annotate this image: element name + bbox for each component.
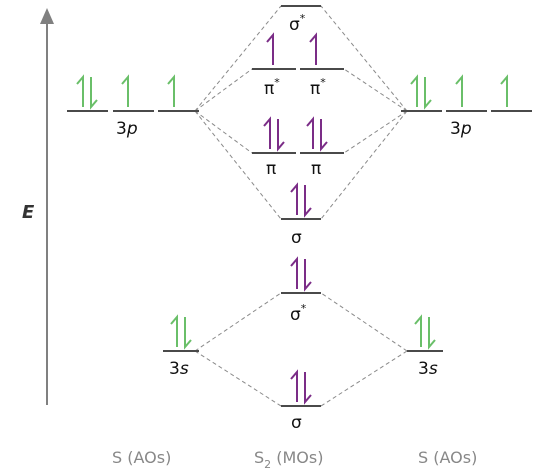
electron-pair-icon xyxy=(170,314,192,350)
correlation-line xyxy=(320,292,408,352)
energy-axis-arrowhead xyxy=(40,8,54,24)
electron-pair-icon xyxy=(290,369,312,405)
right-3s-label: 3s xyxy=(418,359,438,379)
electron-up-icon xyxy=(455,74,463,107)
correlation-line xyxy=(194,68,253,112)
right-3p-label: 3p xyxy=(450,119,472,139)
mo-label-pi: π xyxy=(266,159,276,179)
mo-label-pi: π xyxy=(311,159,321,179)
correlation-line xyxy=(194,5,282,112)
correlation-line xyxy=(320,110,408,220)
caption-right-aos: S (AOs) xyxy=(418,448,477,467)
electron-pair-icon xyxy=(306,116,328,152)
correlation-line xyxy=(343,68,408,112)
mo-label-sigma-s-star: σ* xyxy=(290,302,307,325)
electron-up-icon xyxy=(167,74,175,107)
correlation-lines xyxy=(194,5,408,407)
correlation-line xyxy=(194,110,253,154)
right-3p-orbitals xyxy=(401,74,532,112)
electron-pair-icon xyxy=(290,256,312,292)
electron-pair-icon xyxy=(290,182,312,218)
electron-pair-icon xyxy=(410,74,432,110)
electron-up-icon xyxy=(266,32,274,65)
correlation-line xyxy=(194,292,282,352)
electron-pair-icon xyxy=(76,74,98,110)
caption-middle-mos: S2 (MOs) xyxy=(254,448,323,471)
left-3p-orbitals xyxy=(67,74,199,112)
mo-label-sigma-p-star: σ* xyxy=(289,12,306,35)
left-3s-label: 3s xyxy=(169,359,189,379)
electron-up-icon xyxy=(121,74,129,107)
caption-left-aos: S (AOs) xyxy=(112,448,171,467)
correlation-line xyxy=(194,350,282,407)
correlation-line xyxy=(343,110,408,154)
mo-label-sigma-p: σ xyxy=(291,228,302,248)
correlation-line xyxy=(320,5,408,112)
mo-label-pi-star: π* xyxy=(310,76,326,99)
mo-label-sigma-s: σ xyxy=(291,413,302,433)
electron-up-icon xyxy=(309,32,317,65)
electron-pair-icon xyxy=(414,314,436,350)
correlation-line xyxy=(194,110,282,220)
correlation-line xyxy=(320,350,408,407)
energy-axis-label: E xyxy=(22,202,35,223)
electron-up-icon xyxy=(500,74,508,107)
left-3p-label: 3p xyxy=(116,119,138,139)
electron-pair-icon xyxy=(263,116,285,152)
mo-label-pi-star: π* xyxy=(264,76,280,99)
